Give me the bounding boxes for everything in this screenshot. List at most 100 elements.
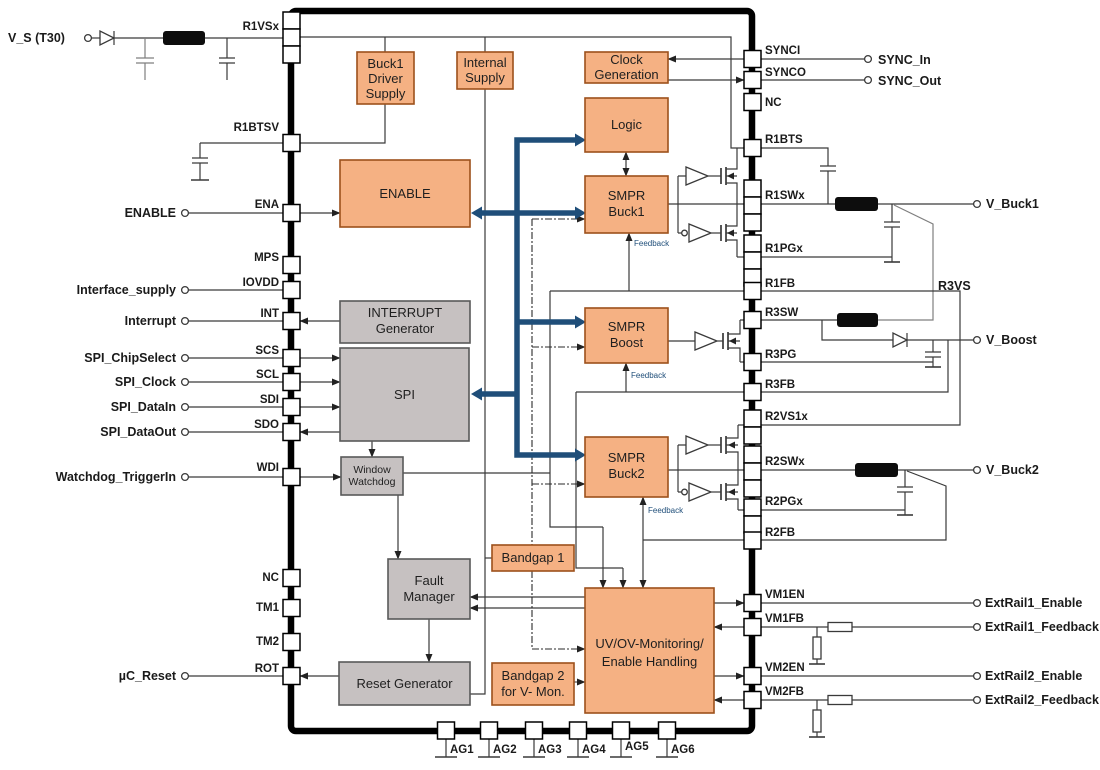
fet-highside-buck2	[720, 436, 727, 454]
feedback-label-buck1: Feedback	[634, 239, 670, 248]
pin-label-int: INT	[260, 308, 279, 320]
pin-label-ag2: AG2	[493, 744, 517, 756]
terminal-label-spi-chipselect: SPI_ChipSelect	[84, 351, 177, 365]
feedback-label-boost: Feedback	[631, 371, 667, 380]
pin-r2pgx	[743, 498, 762, 534]
inductor-symbol-input	[163, 31, 205, 45]
pin-label-rot: ROT	[255, 663, 279, 675]
terminal-label-sync-in: SYNC_In	[878, 53, 931, 67]
block-label: Driver	[368, 71, 403, 86]
block-uv-ov-monitoring: UV/OV-Monitoring/ Enable Handling	[584, 587, 715, 714]
pin-r1vsx	[282, 11, 301, 64]
pin-mps	[282, 255, 301, 275]
pin-wdi	[282, 467, 301, 487]
terminal-uc-reset-circle	[180, 671, 190, 681]
feedback-label-buck2: Feedback	[648, 506, 684, 515]
pin-label-r1bts: R1BTS	[765, 134, 803, 146]
pin-synco	[743, 70, 762, 90]
driver-buffer-buck1	[685, 166, 710, 186]
pin-label-scl: SCL	[256, 369, 279, 381]
inductor-symbol-buck1	[835, 197, 878, 211]
net-labels: R3VS Feedback Feedback Feedback	[631, 239, 971, 515]
pin-ag4	[568, 721, 588, 740]
terminal-label-spi-dataout: SPI_DataOut	[100, 425, 177, 439]
terminal-label-extrail2-feedback: ExtRail2_Feedback	[985, 693, 1099, 707]
block-label: ENABLE	[379, 186, 431, 201]
pin-label-vm2en: VM2EN	[765, 662, 805, 674]
net-label-r3vs: R3VS	[938, 279, 971, 293]
block-label: Buck2	[608, 466, 644, 481]
terminal-label-vs: V_S (T30)	[8, 31, 65, 45]
external-bottom	[435, 739, 678, 758]
pin-r1pgx	[743, 234, 762, 287]
terminal-sync-in-circle	[863, 54, 873, 64]
pin-label-r2swx: R2SWx	[765, 456, 805, 468]
pin-label-vm1en: VM1EN	[765, 589, 805, 601]
function-blocks-orange: Buck1 Driver Supply Internal Supply Cloc…	[339, 51, 715, 714]
block-label: Fault	[415, 573, 444, 588]
pin-label-synco: SYNCO	[765, 67, 806, 79]
block-label: INTERRUPT	[368, 305, 442, 320]
pin-label-r1pgx: R1PGx	[765, 243, 803, 255]
pin-ena	[282, 203, 301, 223]
terminal-label-v-buck2: V_Buck2	[986, 463, 1039, 477]
block-label: Internal	[463, 55, 506, 70]
pin-labels-right: SYNCI SYNCO NC R1BTS R1SWx R1PGx R1FB R3…	[765, 45, 808, 698]
pin-rot	[282, 666, 301, 686]
bandgap-reference-wires	[531, 215, 586, 686]
terminal-extrail1-enable-circle	[972, 598, 982, 608]
block-label: Buck1	[367, 56, 403, 71]
pin-r1fb	[743, 281, 762, 301]
terminal-v-buck2-circle	[972, 465, 982, 475]
terminal-spi-dataout-circle	[180, 427, 190, 437]
pin-label-tm2: TM2	[256, 636, 279, 648]
block-window-watchdog: Window Watchdog	[340, 456, 404, 496]
terminal-enable-circle	[180, 208, 190, 218]
pin-nc-right	[743, 92, 762, 112]
block-smpr-boost: SMPR Boost	[584, 307, 669, 364]
block-bandgap1: Bandgap 1	[491, 544, 575, 572]
bus-arrowhead-buck1	[575, 206, 586, 220]
terminal-interface-supply-circle	[180, 285, 190, 295]
pin-sdi	[282, 397, 301, 417]
block-label: Logic	[611, 117, 643, 132]
bootstrap-cap-wire	[761, 147, 829, 204]
block-interrupt-generator: INTERRUPT Generator	[339, 300, 471, 344]
fet-boost	[722, 332, 729, 350]
block-label: SPI	[394, 387, 415, 402]
terminal-wires-left	[180, 208, 283, 681]
terminal-vs-circle	[83, 33, 93, 43]
block-smpr-buck1: SMPR Buck1	[584, 175, 669, 234]
pin-label-ag6: AG6	[671, 744, 695, 756]
pin-label-r2vs1x: R2VS1x	[765, 411, 808, 423]
pin-label-r1btsv: R1BTSV	[234, 122, 280, 134]
diode-symbol-input	[99, 29, 116, 47]
terminal-v-boost-circle	[972, 335, 982, 345]
pin-label-nc-right: NC	[765, 97, 782, 109]
block-label: Clock	[610, 52, 643, 67]
external-right	[761, 54, 982, 738]
terminal-label-sync-out: SYNC_Out	[878, 74, 942, 88]
pin-label-r3sw: R3SW	[765, 307, 798, 319]
terminal-extrail2-feedback-circle	[972, 695, 982, 705]
block-label: Manager	[403, 589, 455, 604]
r1fb-r2vs-wire	[761, 290, 961, 426]
driver-inverter-buck1	[688, 223, 713, 243]
terminal-labels-left: V_S (T30) ENABLE Interface_supply Interr…	[8, 31, 177, 683]
buck1-output-network	[761, 147, 982, 321]
pin-label-sdi: SDI	[260, 394, 279, 406]
terminal-label-interface-supply: Interface_supply	[77, 283, 176, 297]
pin-r3fb	[743, 382, 762, 402]
block-label: Watchdog	[349, 476, 396, 488]
boost-power-stage	[694, 320, 741, 362]
r2fb-sense-wire	[761, 470, 947, 541]
pin-r1bts	[743, 138, 762, 158]
pin-r1btsv	[282, 133, 301, 153]
terminal-v-buck1-circle	[972, 199, 982, 209]
pin-sdo	[282, 422, 301, 442]
pin-label-r3pg: R3PG	[765, 349, 796, 361]
resistor-symbol-vm1fb-shunt	[812, 636, 822, 660]
pin-label-sdo: SDO	[254, 419, 279, 431]
pin-label-iovdd: IOVDD	[243, 277, 279, 289]
pin-label-r2pgx: R2PGx	[765, 496, 803, 508]
